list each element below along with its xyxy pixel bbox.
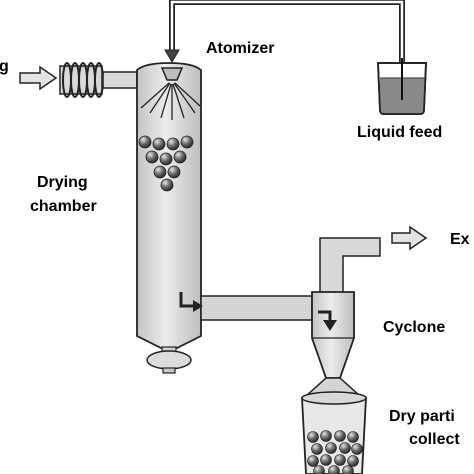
flow-arrow-icon bbox=[193, 300, 203, 312]
particle-icon bbox=[339, 442, 351, 454]
particle-icon bbox=[180, 135, 194, 149]
particle-icon bbox=[328, 465, 340, 474]
atomizer-nozzle bbox=[160, 67, 184, 81]
dry-particle-label-line1: Dry parti bbox=[389, 408, 455, 425]
heater-label: g bbox=[0, 58, 9, 75]
liquid-feed-label: Liquid feed bbox=[357, 124, 443, 141]
spray-pattern bbox=[140, 82, 201, 120]
particle-collector bbox=[301, 391, 367, 474]
droplet-cluster bbox=[138, 135, 194, 192]
drying-chamber bbox=[136, 62, 202, 349]
particle-icon bbox=[152, 137, 166, 151]
cyclone-outlet-pipe bbox=[319, 237, 381, 300]
feed-line bbox=[169, 0, 405, 90]
particle-icon bbox=[145, 150, 159, 164]
particle-icon bbox=[160, 178, 174, 192]
particle-icon bbox=[159, 152, 173, 166]
particle-icon bbox=[347, 431, 359, 443]
particle-icon bbox=[334, 454, 346, 466]
flow-arrow-icon bbox=[323, 320, 337, 331]
cyclone bbox=[311, 291, 355, 379]
particle-icon bbox=[347, 455, 359, 467]
dry-particle-label-line2: collect bbox=[409, 431, 460, 448]
particle-icon bbox=[166, 137, 180, 151]
particle-icon bbox=[334, 430, 346, 442]
heater-coil-icon bbox=[59, 62, 104, 98]
particle-icon bbox=[173, 150, 187, 164]
exhaust-label: Ex bbox=[450, 231, 470, 248]
transfer-duct bbox=[200, 295, 313, 321]
inlet-duct bbox=[102, 71, 138, 89]
bottom-valve bbox=[146, 346, 192, 374]
particle-icon bbox=[307, 431, 319, 443]
particle-icon bbox=[342, 465, 354, 474]
particle-icon bbox=[351, 443, 363, 455]
flow-arrow-icon bbox=[179, 292, 195, 308]
flow-arrow-icon bbox=[318, 310, 332, 322]
liquid-feed-container bbox=[377, 58, 427, 115]
exhaust-arrow-icon bbox=[391, 225, 428, 251]
particle-icon bbox=[320, 430, 332, 442]
particle-icon bbox=[307, 455, 319, 467]
drying-chamber-label-line1: Drying bbox=[37, 174, 88, 191]
particle-icon bbox=[320, 454, 332, 466]
flow-arrow-icon bbox=[164, 49, 180, 63]
particle-icon bbox=[138, 135, 152, 149]
particle-icon bbox=[167, 165, 181, 179]
cyclone-label: Cyclone bbox=[383, 319, 446, 336]
particle-icon bbox=[311, 443, 323, 455]
particle-icon bbox=[153, 165, 167, 179]
particle-icon bbox=[313, 465, 325, 474]
inlet-arrow-icon bbox=[19, 65, 58, 91]
atomizer-label: Atomizer bbox=[206, 40, 275, 57]
drying-chamber-label-line2: chamber bbox=[30, 198, 97, 215]
particle-icon bbox=[325, 442, 337, 454]
